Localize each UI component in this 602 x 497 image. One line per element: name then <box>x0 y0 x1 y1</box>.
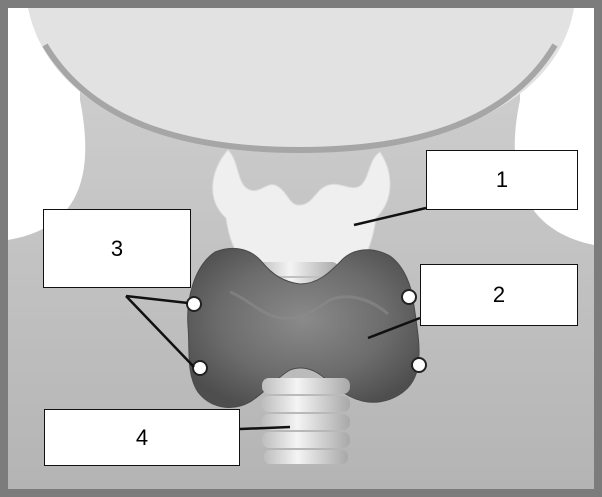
label-number-4: 4 <box>136 425 148 451</box>
parathyroid-dot-upper-left <box>187 297 201 311</box>
trachea-ring-4 <box>262 432 350 448</box>
label-box-3[interactable]: 3 <box>43 209 191 288</box>
parathyroid-dot-lower-right <box>412 358 426 372</box>
trachea-ring-1 <box>262 378 350 394</box>
label-number-3: 3 <box>111 236 123 262</box>
label-box-2[interactable]: 2 <box>420 264 578 326</box>
label-number-2: 2 <box>493 282 505 308</box>
parathyroid-dot-upper-right <box>402 290 416 304</box>
label-box-4[interactable]: 4 <box>44 409 240 466</box>
trachea-ring-2 <box>262 396 350 412</box>
label-number-1: 1 <box>496 167 508 193</box>
label-box-1[interactable]: 1 <box>426 150 578 210</box>
trachea-ring-5 <box>264 450 348 464</box>
parathyroid-dot-lower-left <box>193 361 207 375</box>
